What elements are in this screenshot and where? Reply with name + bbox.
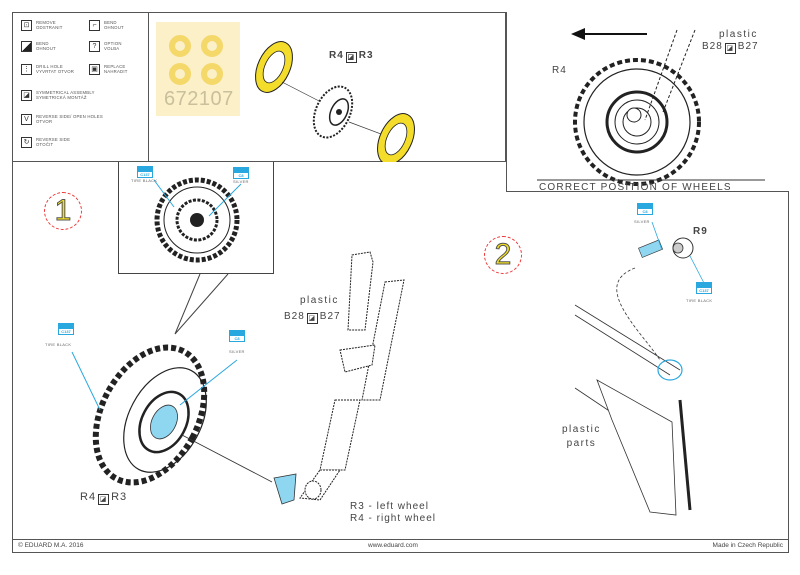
part-swap-label: B28◪B27 xyxy=(702,41,759,54)
legend-item: ? OPTION VOLBA xyxy=(89,41,122,52)
part-label: R4 xyxy=(552,65,567,76)
wheel-side-note: R3 - left wheel R4 - right wheel xyxy=(350,501,437,524)
paint-callout-tire-black: C137 xyxy=(58,323,74,335)
wheel-main-drawing xyxy=(92,344,208,486)
part-swap-label: R4◪R3 xyxy=(329,50,374,63)
symmetrical-assembly-icon: ◪ xyxy=(98,494,110,505)
gear-door-drawing xyxy=(574,267,692,516)
legend-item: ↻ REVERSE SIDE OTOČIT xyxy=(21,137,70,148)
fret-number: 672107 xyxy=(164,88,234,110)
symbol-legend: ⊡ REMOVE ODSTRANIT ⌐ BEND OHNOUT ◩ BEND … xyxy=(12,12,149,162)
photo-etch-panel: 672107 R4◪R3 xyxy=(149,12,506,162)
paint-callout-silver: C8 xyxy=(637,203,653,215)
legend-item: V REVERSE SIDE/ OPEN HOLES OTVOR xyxy=(21,114,103,125)
legend-item: ◩ BEND OHNOUT xyxy=(21,41,56,52)
option-icon: ? xyxy=(89,41,100,52)
panel-caption: CORRECT POSITION OF WHEELS xyxy=(539,182,732,193)
material-label: plastic xyxy=(300,295,339,306)
part-label: R9 xyxy=(693,226,708,237)
correct-wheel-drawing xyxy=(537,28,765,186)
website-link[interactable]: www.eduard.com xyxy=(368,542,418,549)
direction-arrow-icon xyxy=(571,28,585,40)
correct-position-panel: R4 plastic B28◪B27 CORRECT POSITION OF W… xyxy=(506,12,789,193)
part-swap-label: B28◪B27 xyxy=(284,311,341,324)
wheel-mask-exploded-drawing xyxy=(255,41,415,162)
paint-callout-tire-black: C137 xyxy=(696,282,712,294)
copyright: © EDUARD M.A. 2016 xyxy=(18,542,84,549)
footer: © EDUARD M.A. 2016 www.eduard.com Made i… xyxy=(12,540,789,553)
drill-icon: ⋮ xyxy=(21,64,32,75)
mask-rings-image xyxy=(169,35,223,85)
legend-item: ⋮ DRILL HOLE VYVRTAT OTVOR xyxy=(21,64,75,75)
symmetrical-assembly-icon: ◪ xyxy=(306,313,318,324)
paint-callout-silver: C8 xyxy=(229,330,245,342)
instruction-sheet-frame xyxy=(12,12,789,540)
bend-icon: ⌐ xyxy=(89,20,100,31)
symmetrical-assembly-icon: ◪ xyxy=(21,90,32,101)
paint-callout-tire-black: C137 xyxy=(137,166,153,178)
origin-label: Made in Czech Republic xyxy=(712,542,783,549)
step-number-1: 1 xyxy=(44,192,82,230)
paint-callout-silver: C8 xyxy=(233,167,249,179)
reverse-side-icon: V xyxy=(21,114,32,125)
symmetrical-assembly-icon: ◪ xyxy=(345,52,357,63)
legend-item: ▣ REPLACE NAHRADIT xyxy=(89,64,128,75)
step-number-2: 2 xyxy=(484,236,522,274)
wheel-front-drawing xyxy=(153,177,242,263)
legend-item: ◪ SYMMETRICAL ASSEMBLY SYMETRICKÁ MONTÁŽ xyxy=(21,90,95,101)
replace-icon: ▣ xyxy=(89,64,100,75)
pe-fret: 672107 xyxy=(156,22,240,116)
landing-gear-leg-drawing xyxy=(299,251,405,501)
remove-icon: ⊡ xyxy=(21,20,32,31)
legend-item: ⌐ BEND OHNOUT xyxy=(89,20,124,31)
symmetrical-assembly-icon: ◪ xyxy=(724,43,736,54)
rotate-icon: ↻ xyxy=(21,137,32,148)
bend-half-icon: ◩ xyxy=(21,41,32,52)
legend-item: ⊡ REMOVE ODSTRANIT xyxy=(21,20,63,31)
wheel-detail-inset: C137 TIRE BLACK C8 SILVER xyxy=(118,162,274,274)
material-label: plastic parts xyxy=(562,424,601,449)
material-label: plastic xyxy=(719,29,758,40)
wheel-part-swap-label: R4◪R3 xyxy=(80,491,128,505)
